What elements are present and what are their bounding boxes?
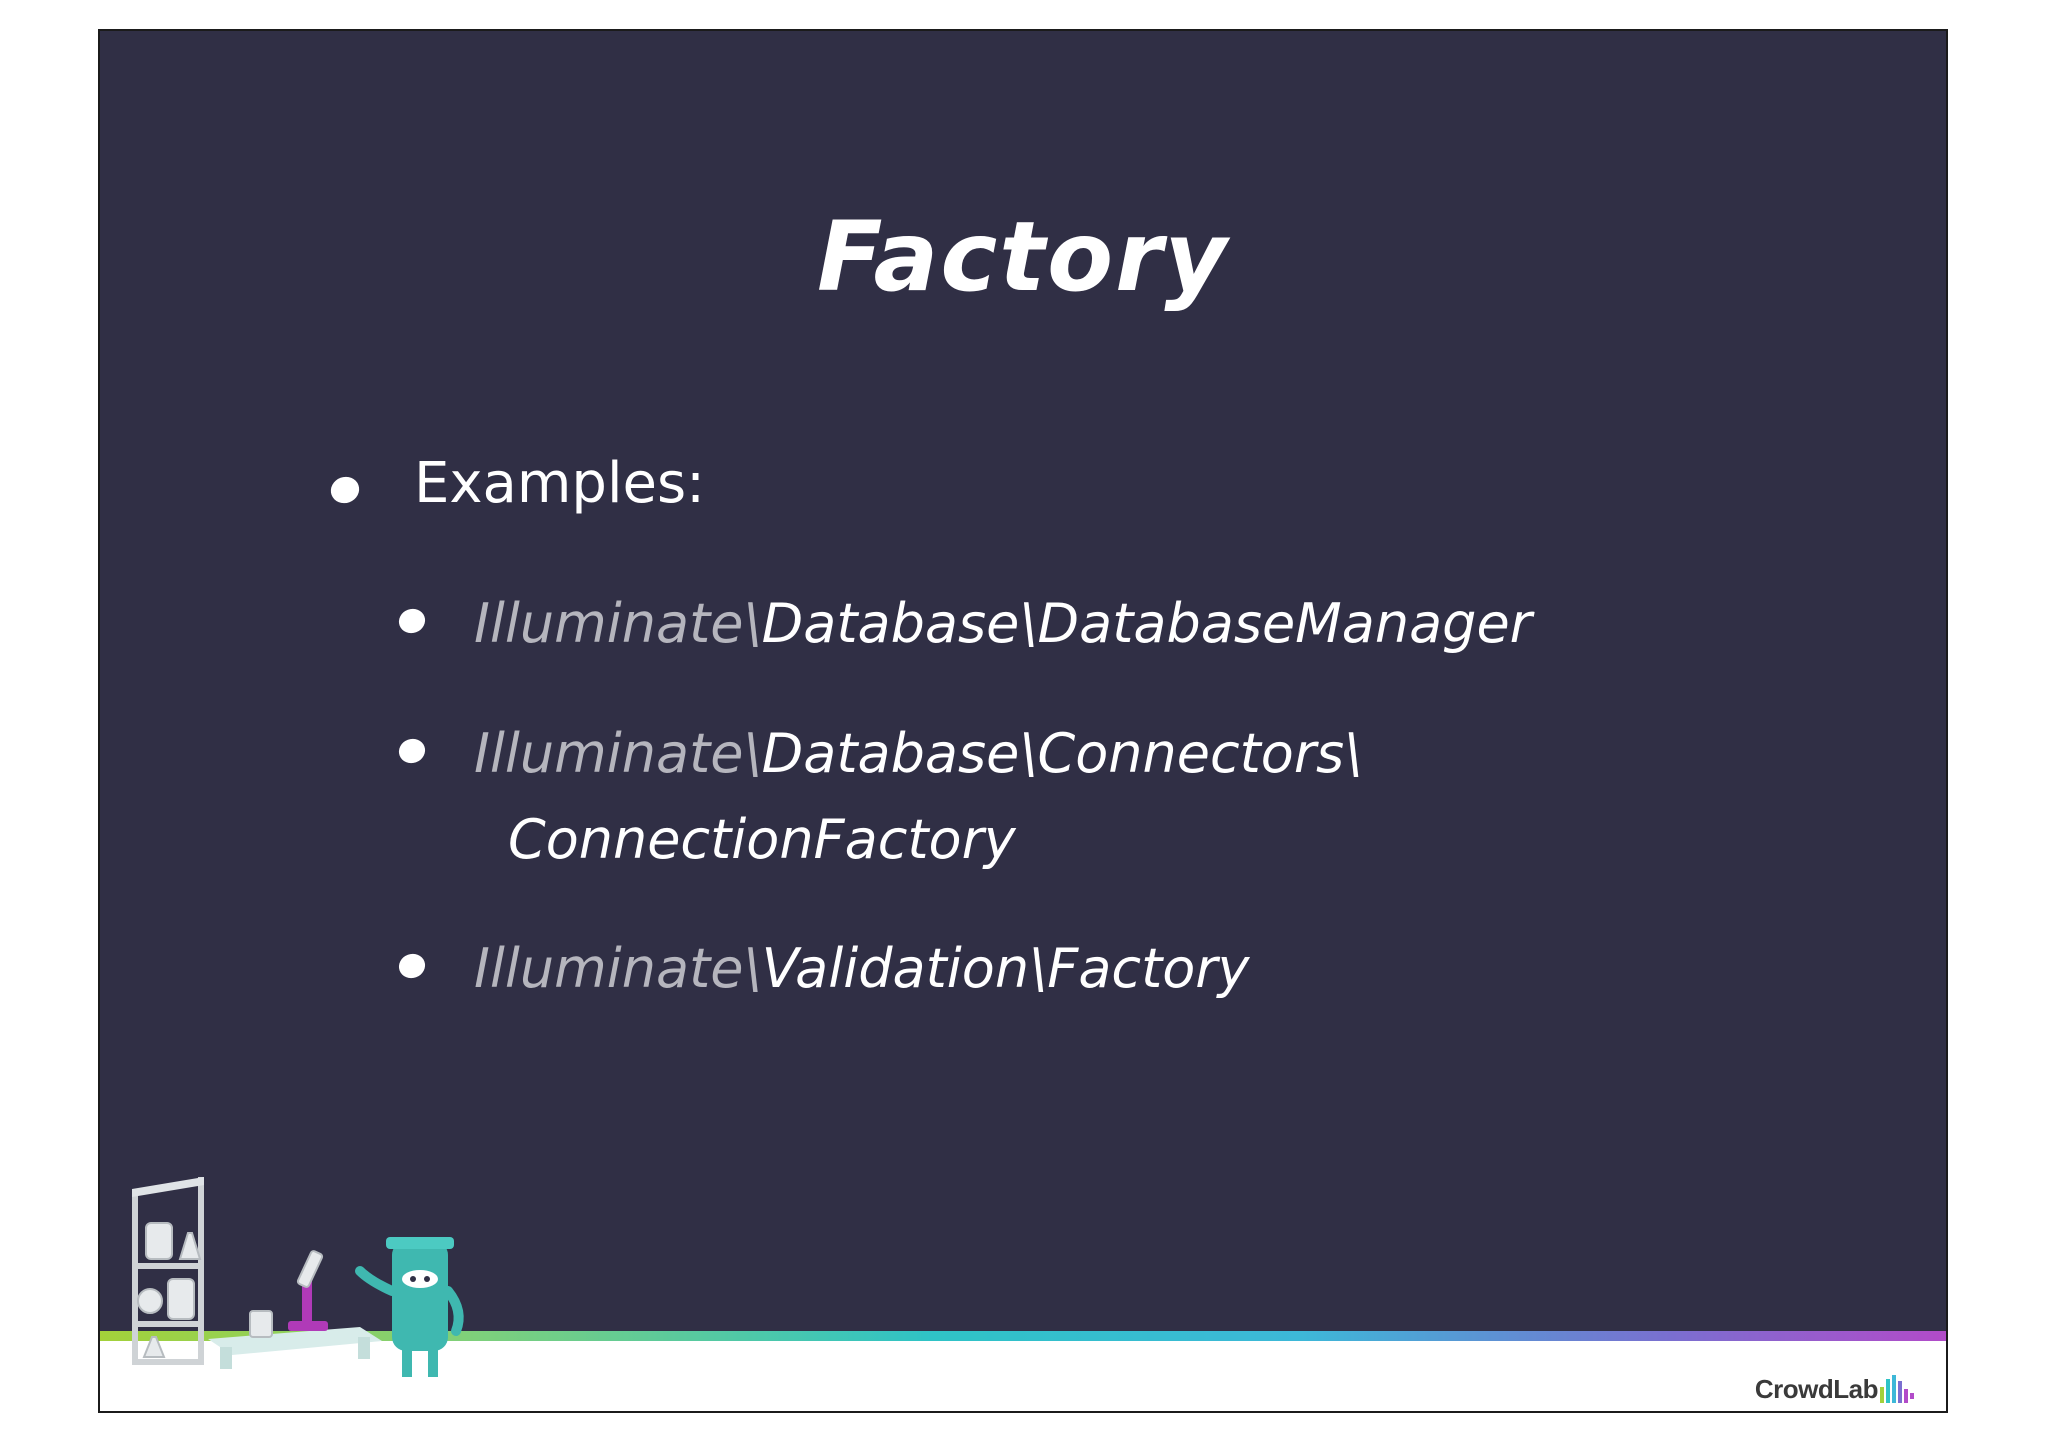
sub-bullet-1: Illuminate\Database\DatabaseManager <box>395 581 1532 667</box>
sub-bullet-3-text: Illuminate\Validation\Factory <box>474 926 1249 1012</box>
slide-background <box>100 31 1946 1331</box>
sub-bullet-1-text: Illuminate\Database\DatabaseManager <box>474 581 1532 667</box>
sub-bullet-3: Illuminate\Validation\Factory <box>395 926 1249 1012</box>
class-path: Database\Connectors\ <box>761 722 1363 785</box>
class-path: Validation\Factory <box>761 937 1250 1000</box>
rainbow-stripe <box>100 1331 1946 1341</box>
sub-bullet-2-text: Illuminate\Database\Connectors\ Connectio… <box>474 711 1362 883</box>
slide: Factory Examples: Illuminate\Database\Da… <box>98 29 1948 1413</box>
class-path: Database\DatabaseManager <box>761 592 1532 655</box>
lab-illustration <box>132 1177 464 1377</box>
mascot-icon <box>355 1237 464 1377</box>
bars-logo-icon <box>1880 1375 1914 1403</box>
bullet-dot-icon <box>395 605 429 637</box>
namespace-prefix: Illuminate\ <box>474 937 762 1000</box>
crowdlab-logo: CrowdLab <box>1755 1373 1918 1405</box>
lab-bench-icon <box>208 1310 382 1369</box>
bullet-dot-icon <box>395 950 429 982</box>
bullet-examples-text: Examples: <box>414 451 705 516</box>
namespace-prefix: Illuminate\ <box>474 722 762 785</box>
namespace-prefix: Illuminate\ <box>474 592 762 655</box>
bullet-dot-icon <box>327 472 363 508</box>
microscope-icon <box>288 1250 328 1331</box>
sub-bullet-2: Illuminate\Database\Connectors\ Connectio… <box>395 711 1362 883</box>
lab-shelf-icon <box>132 1177 204 1365</box>
bullet-dot-icon <box>395 735 429 767</box>
class-path-continued: ConnectionFactory <box>508 808 1016 871</box>
bullet-examples: Examples: <box>327 451 705 516</box>
slide-title: Factory <box>816 201 1229 313</box>
brand-name: CrowdLab <box>1754 1373 1879 1404</box>
